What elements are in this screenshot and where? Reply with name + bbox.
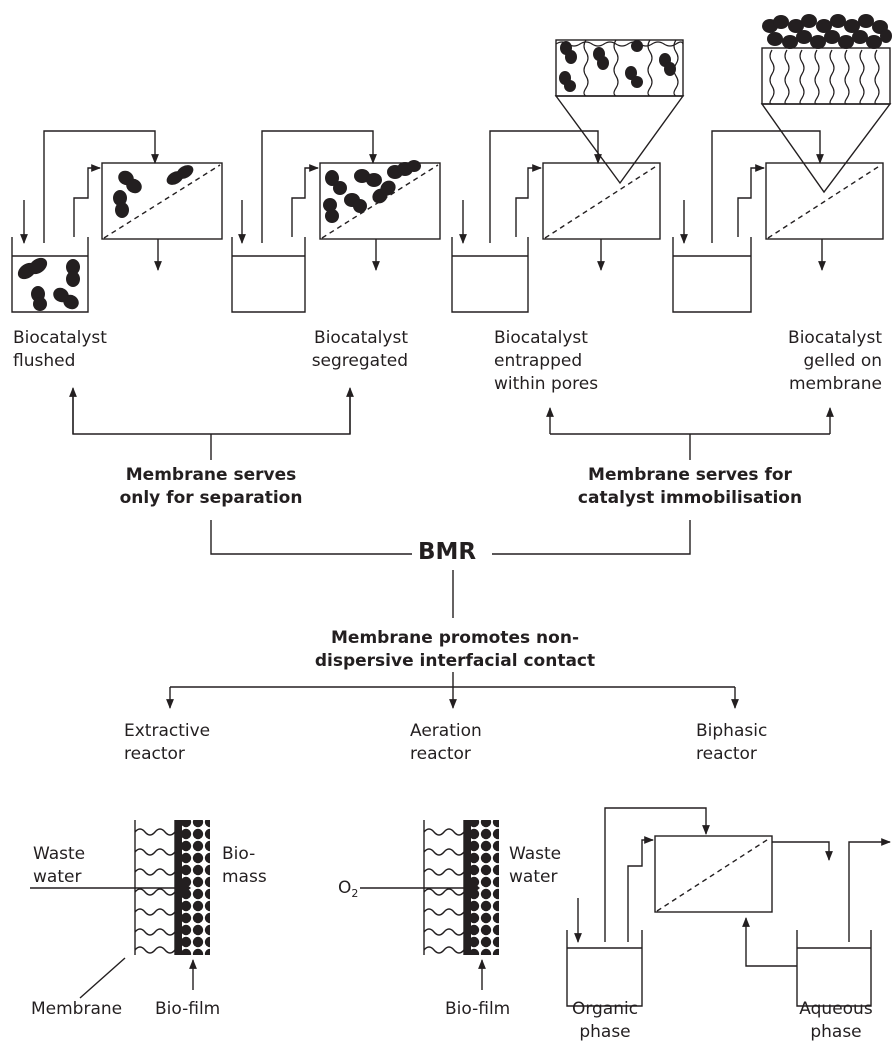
unit-flushed xyxy=(11,130,223,313)
label-segregated: Biocatalyst segregated xyxy=(311,328,408,371)
label-separation: Membrane serves only for separation xyxy=(119,465,303,508)
label-interfacial: Membrane promotes non- dispersive interf… xyxy=(314,628,596,671)
unit-gelled xyxy=(672,47,892,313)
bmr-title: BMR xyxy=(414,539,481,565)
polymer-chains xyxy=(555,39,880,105)
label-aeration: Aeration reactor xyxy=(410,721,482,764)
immobilisation-connector xyxy=(546,407,834,460)
solid-fills xyxy=(175,820,499,955)
label-extractive: Extractive reactor xyxy=(124,721,211,764)
label-entrapped: Biocatalyst entrapped within pores xyxy=(494,328,599,394)
label-extractive-waste-water: Waste water xyxy=(33,844,86,887)
label-aqueous-phase: Aqueous phase xyxy=(799,999,873,1042)
label-biphasic: Biphasic reactor xyxy=(696,721,768,764)
label-oxygen: O2 xyxy=(338,878,359,900)
interfacial-connector xyxy=(166,672,739,709)
label-organic-phase: Organic phase xyxy=(571,999,639,1042)
label-aeration-biofilm: Bio-film xyxy=(445,999,511,1019)
biocatalyst-particles xyxy=(17,14,892,311)
label-immobilisation: Membrane serves for catalyst immobilisat… xyxy=(577,465,803,508)
unit-entrapped xyxy=(451,39,685,313)
label-extractive-biofilm: Bio-film xyxy=(155,999,221,1019)
biphasic-setup xyxy=(566,807,891,1007)
separation-connector xyxy=(69,387,354,460)
aeration-membrane xyxy=(360,820,486,990)
label-biomass: Bio- mass xyxy=(222,844,267,887)
label-aeration-waste-water: Waste water xyxy=(509,844,562,887)
label-membrane: Membrane xyxy=(31,999,123,1019)
label-gelled: Biocatalyst gelled on membrane xyxy=(788,328,882,394)
label-flushed: Biocatalyst flushed xyxy=(13,328,107,371)
unit-segregated xyxy=(231,130,441,313)
bmr-connector xyxy=(210,520,691,618)
